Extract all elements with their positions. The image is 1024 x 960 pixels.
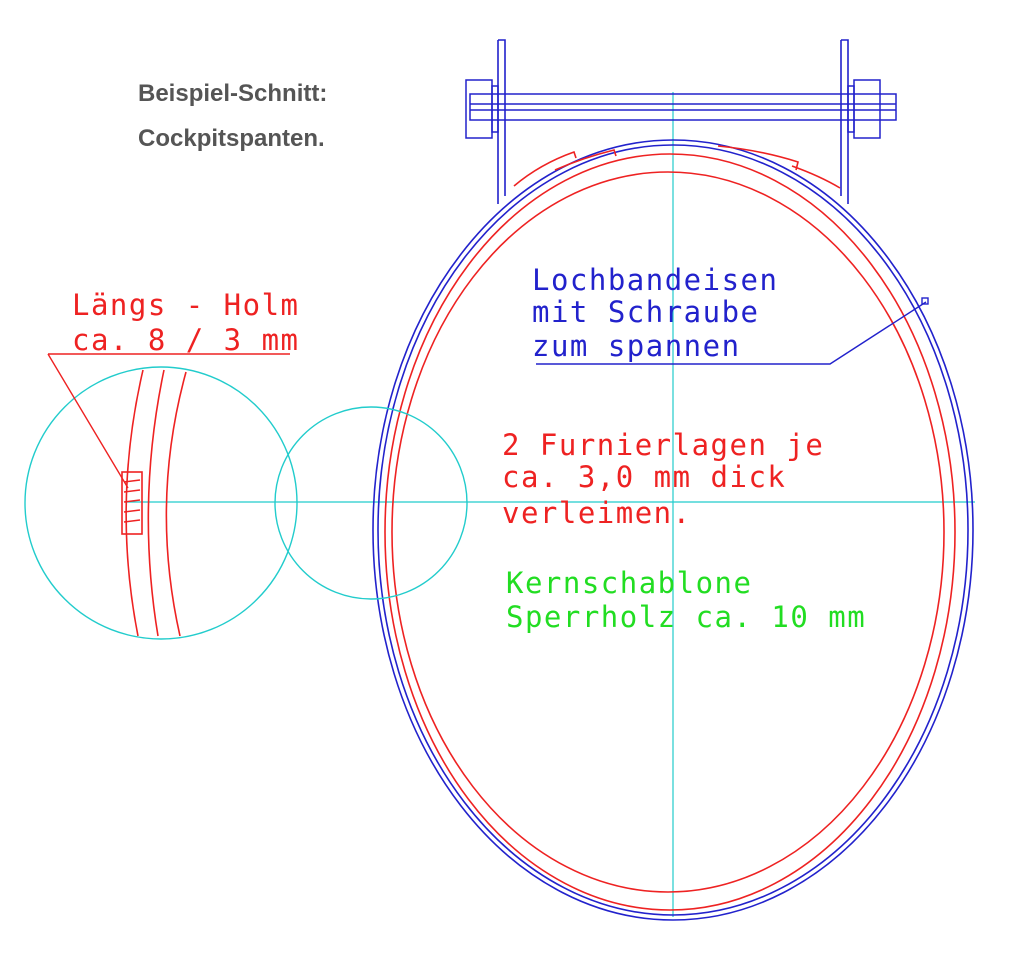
veneer-inner [391,171,945,893]
lochband-leader-marker [921,297,929,305]
labels: Längs - Holm ca. 8 / 3 mm Lochbandeisen … [72,263,866,634]
detail-arc-outer [125,369,144,637]
steel-band-inner [377,144,969,916]
detail-circle-small [274,406,468,600]
spar-grain-3 [123,499,141,503]
label-furnier-3: verleimen. [502,496,692,530]
veneer-strip-left-lower [554,149,617,171]
veneer-strip-right-upper [791,165,841,189]
center-lines [125,92,975,917]
spar-grain-1 [123,479,141,483]
holm-leader [47,353,290,489]
label-laengs-holm-1: Längs - Holm [72,288,300,322]
label-lochband-1: Lochbandeisen [532,263,778,297]
spar-grain-4 [123,509,141,513]
left-bracket [497,39,506,204]
leader-lines [47,297,929,489]
bolt-shaft [469,93,897,121]
detail-enlargement [121,369,187,637]
veneer-strip-right-lower [717,145,799,171]
veneer-strip-left-upper [513,150,577,187]
detail-arc-inner [147,369,165,637]
label-kern-1: Kernschablone [506,566,752,600]
label-lochband-2: mit Schraube [532,295,760,329]
title-line-2: Cockpitspanten. [138,125,325,152]
steel-band [372,39,974,921]
label-furnier-2: ca. 3,0 mm dick [502,460,786,494]
tension-bolt [465,79,897,139]
right-bracket [840,39,849,204]
title-line-1: Beispiel-Schnitt: [138,80,327,107]
detail-arc-core [165,371,187,637]
bolt-washer-left [491,85,499,133]
label-kern-2: Sperrholz ca. 10 mm [506,600,866,634]
veneer-outer [384,153,956,911]
label-lochband-3: zum spannen [532,329,741,363]
spar-grain-2 [123,489,141,493]
lochband-leader [536,301,927,365]
steel-band-outer [372,139,974,921]
longitudinal-spar [121,471,143,535]
detail-circles [24,366,468,640]
spar-grain-5 [123,519,141,523]
bolt-nut [853,79,881,139]
veneer-layers [384,145,956,911]
label-furnier-1: 2 Furnierlagen je [502,428,824,462]
label-laengs-holm-2: ca. 8 / 3 mm [72,323,300,357]
bolt-washer-right [847,85,855,133]
detail-circle-large [24,366,298,640]
